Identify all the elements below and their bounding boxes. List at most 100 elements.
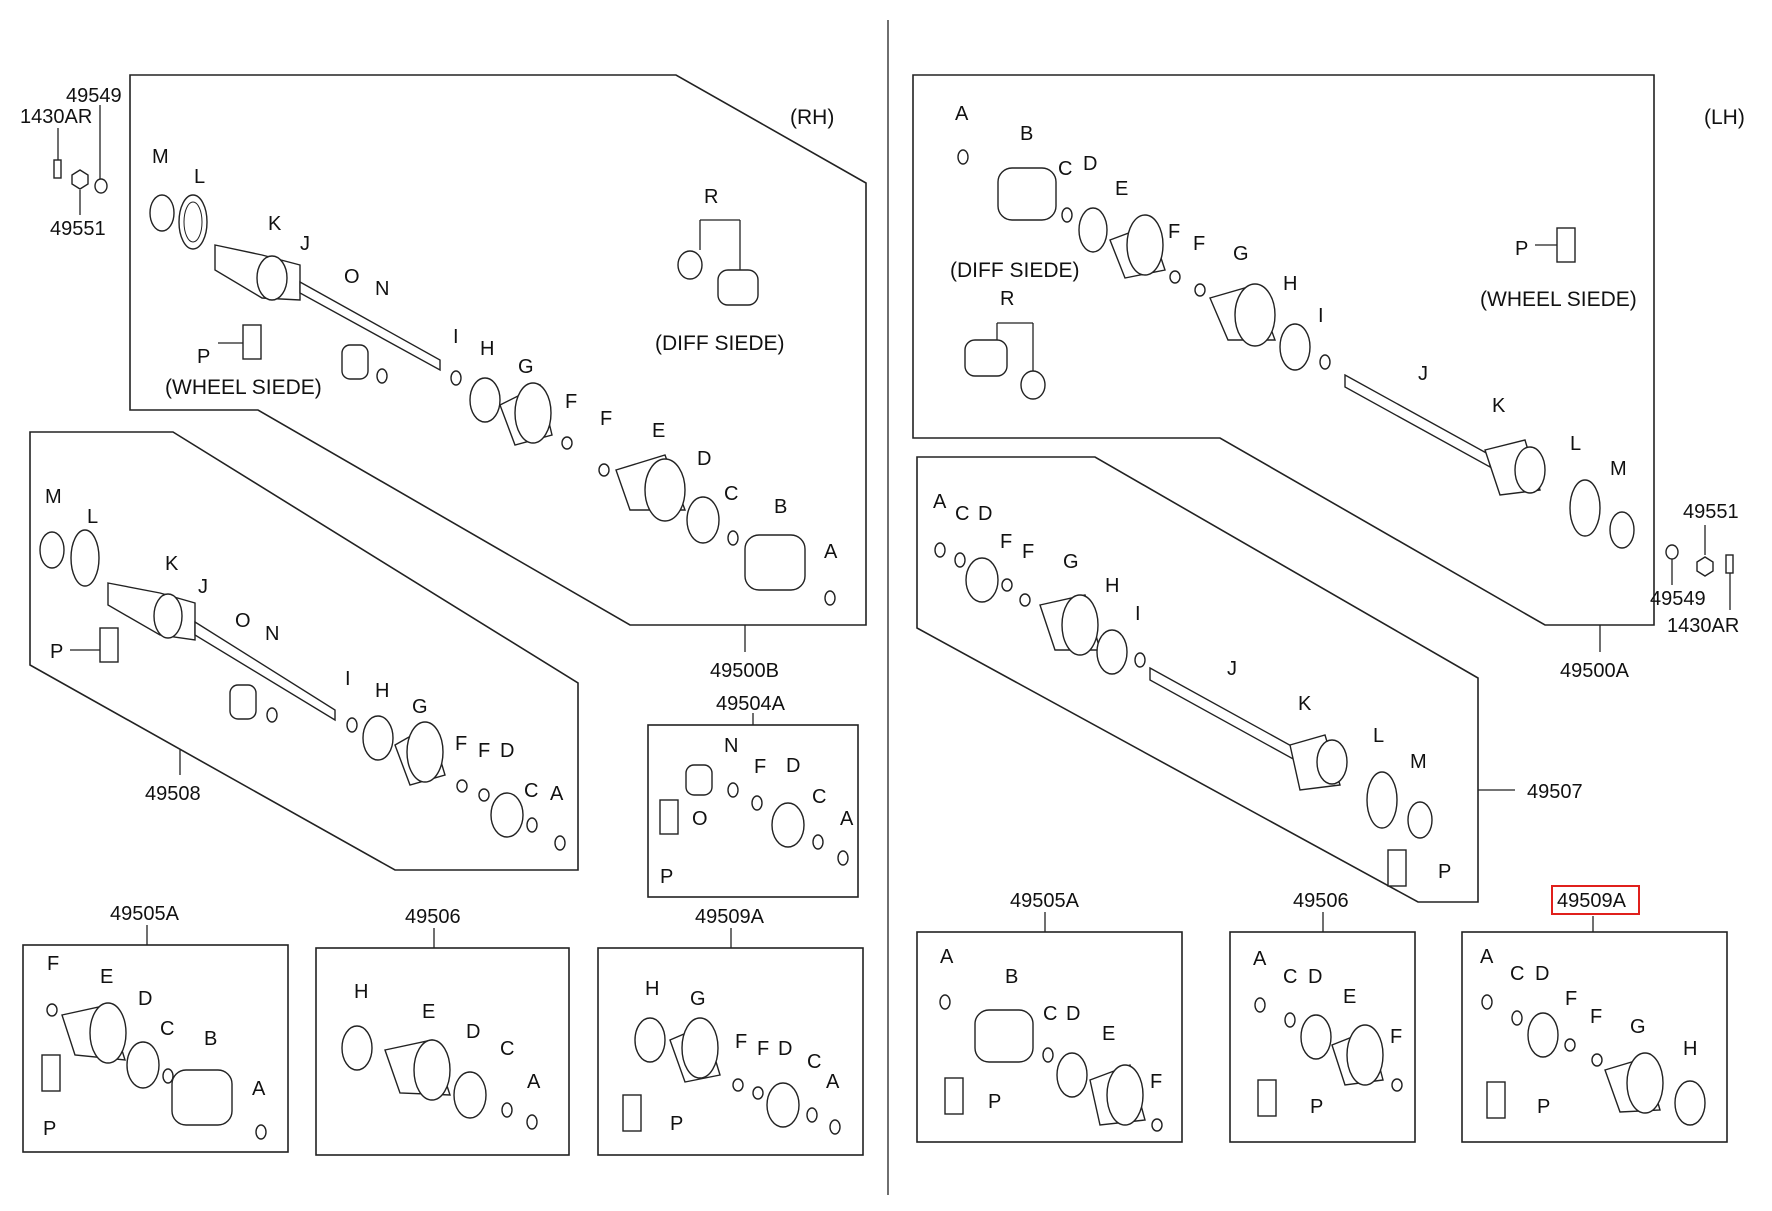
svg-text:L: L [194, 166, 205, 188]
part-number-1430AR-lh[interactable]: 1430AR [1667, 615, 1739, 637]
svg-text:M: M [1410, 751, 1427, 773]
assembly-outline-49505A-rh [22, 944, 289, 1153]
svg-text:F: F [1168, 221, 1180, 243]
part-number-49549-rh[interactable]: 49549 [66, 85, 122, 107]
svg-text:G: G [412, 696, 428, 718]
part-number-49505A-lh[interactable]: 49505A [1010, 890, 1080, 912]
49504A-letter-labels: N O F D C A P [660, 735, 854, 888]
svg-text:L: L [87, 506, 98, 528]
svg-text:C: C [1043, 1003, 1057, 1025]
part-number-49551-rh[interactable]: 49551 [50, 218, 106, 240]
svg-text:A: A [1253, 948, 1267, 970]
part-number-49509A-lh[interactable]: 49509A [1557, 890, 1627, 912]
svg-text:G: G [690, 988, 706, 1010]
lh-49507-parts [934, 542, 1433, 887]
assembly-outline-49504A [647, 724, 859, 898]
side-label-lh: (LH) [1704, 106, 1745, 129]
part-number-49505A-rh[interactable]: 49505A [110, 903, 180, 925]
inner-cv-joint-icon [744, 534, 806, 591]
svg-text:D: D [1083, 153, 1097, 175]
49504A-parts [659, 764, 849, 866]
svg-text:R: R [1000, 288, 1014, 310]
svg-text:H: H [480, 338, 494, 360]
svg-text:G: G [1630, 1016, 1646, 1038]
svg-text:P: P [50, 641, 63, 663]
hardware-group-rh: 1430AR 49549 49551 [20, 85, 122, 240]
tripod-icon [677, 250, 703, 280]
part-number-1430AR-rh[interactable]: 1430AR [20, 106, 92, 128]
49505A-lh-parts [939, 994, 1163, 1132]
svg-text:D: D [466, 1021, 480, 1043]
svg-text:M: M [152, 146, 169, 168]
svg-text:H: H [645, 978, 659, 1000]
part-number-49549-lh[interactable]: 49549 [1650, 588, 1706, 610]
caption-diff-siede-rh: (DIFF SIEDE) [655, 332, 785, 355]
svg-text:F: F [455, 733, 467, 755]
49509A-rh-letter-labels: H G F F D C A P [645, 978, 840, 1135]
49505A-lh-letter-labels: A B C D E F P [940, 946, 1162, 1113]
svg-text:I: I [1318, 305, 1324, 327]
part-number-49506-rh[interactable]: 49506 [405, 906, 461, 928]
svg-text:C: C [1058, 158, 1072, 180]
svg-text:B: B [1005, 966, 1018, 988]
svg-text:D: D [138, 988, 152, 1010]
svg-text:M: M [1610, 458, 1627, 480]
part-number-49506-lh[interactable]: 49506 [1293, 890, 1349, 912]
part-number-49500A[interactable]: 49500A [1560, 660, 1630, 682]
svg-text:D: D [786, 755, 800, 777]
svg-text:E: E [1102, 1023, 1115, 1045]
svg-text:C: C [955, 503, 969, 525]
part-number-49508[interactable]: 49508 [145, 783, 201, 805]
svg-text:F: F [757, 1038, 769, 1060]
svg-text:E: E [652, 420, 665, 442]
svg-text:L: L [1570, 433, 1581, 455]
svg-text:E: E [1115, 178, 1128, 200]
svg-text:P: P [670, 1113, 683, 1135]
assembly-outline-49505A-lh [916, 931, 1183, 1143]
svg-text:D: D [978, 503, 992, 525]
svg-text:C: C [160, 1018, 174, 1040]
svg-text:J: J [1227, 658, 1237, 680]
svg-text:G: G [1233, 243, 1249, 265]
svg-text:H: H [354, 981, 368, 1003]
svg-text:J: J [300, 233, 310, 255]
part-number-49504A[interactable]: 49504A [716, 693, 786, 715]
housing-icon [717, 269, 759, 306]
assembly-outline-49507 [916, 456, 1479, 903]
svg-text:A: A [1480, 946, 1494, 968]
svg-text:D: D [778, 1038, 792, 1060]
49506-lh-letter-labels: A C D E F P [1253, 948, 1402, 1118]
part-number-49509A-rh[interactable]: 49509A [695, 906, 765, 928]
side-label-rh: (RH) [790, 106, 834, 129]
rh-49508-letter-labels: M L K J O N I H G F F D C A P [45, 486, 564, 805]
svg-text:I: I [453, 326, 459, 348]
rh-diff-side-joint [677, 219, 759, 306]
svg-text:H: H [1683, 1038, 1697, 1060]
lh-49507-letter-labels: A C D F F G H I J K L M P [933, 491, 1451, 883]
svg-text:C: C [1510, 963, 1524, 985]
svg-text:K: K [1298, 693, 1312, 715]
49506-rh-parts [341, 1025, 538, 1130]
part-number-49507[interactable]: 49507 [1527, 781, 1583, 803]
49505A-rh-letter-labels: F E D C B A P [43, 953, 266, 1140]
svg-text:F: F [1193, 233, 1205, 255]
part-number-49551-lh[interactable]: 49551 [1683, 501, 1739, 523]
svg-text:I: I [1135, 603, 1141, 625]
assembly-outline-49500B [129, 74, 867, 626]
svg-text:F: F [1000, 531, 1012, 553]
svg-text:F: F [1390, 1026, 1402, 1048]
part-number-49500B[interactable]: 49500B [710, 660, 779, 682]
svg-text:P: P [43, 1118, 56, 1140]
svg-text:J: J [1418, 363, 1428, 385]
svg-text:P: P [1515, 238, 1528, 260]
svg-text:D: D [1535, 963, 1549, 985]
svg-text:P: P [197, 346, 210, 368]
svg-text:B: B [1020, 123, 1033, 145]
svg-text:C: C [1283, 966, 1297, 988]
svg-text:B: B [204, 1028, 217, 1050]
svg-text:O: O [692, 808, 708, 830]
svg-text:A: A [826, 1071, 840, 1093]
drive-shaft-icon [299, 280, 441, 372]
svg-text:K: K [268, 213, 282, 235]
damper-icon [341, 344, 369, 380]
